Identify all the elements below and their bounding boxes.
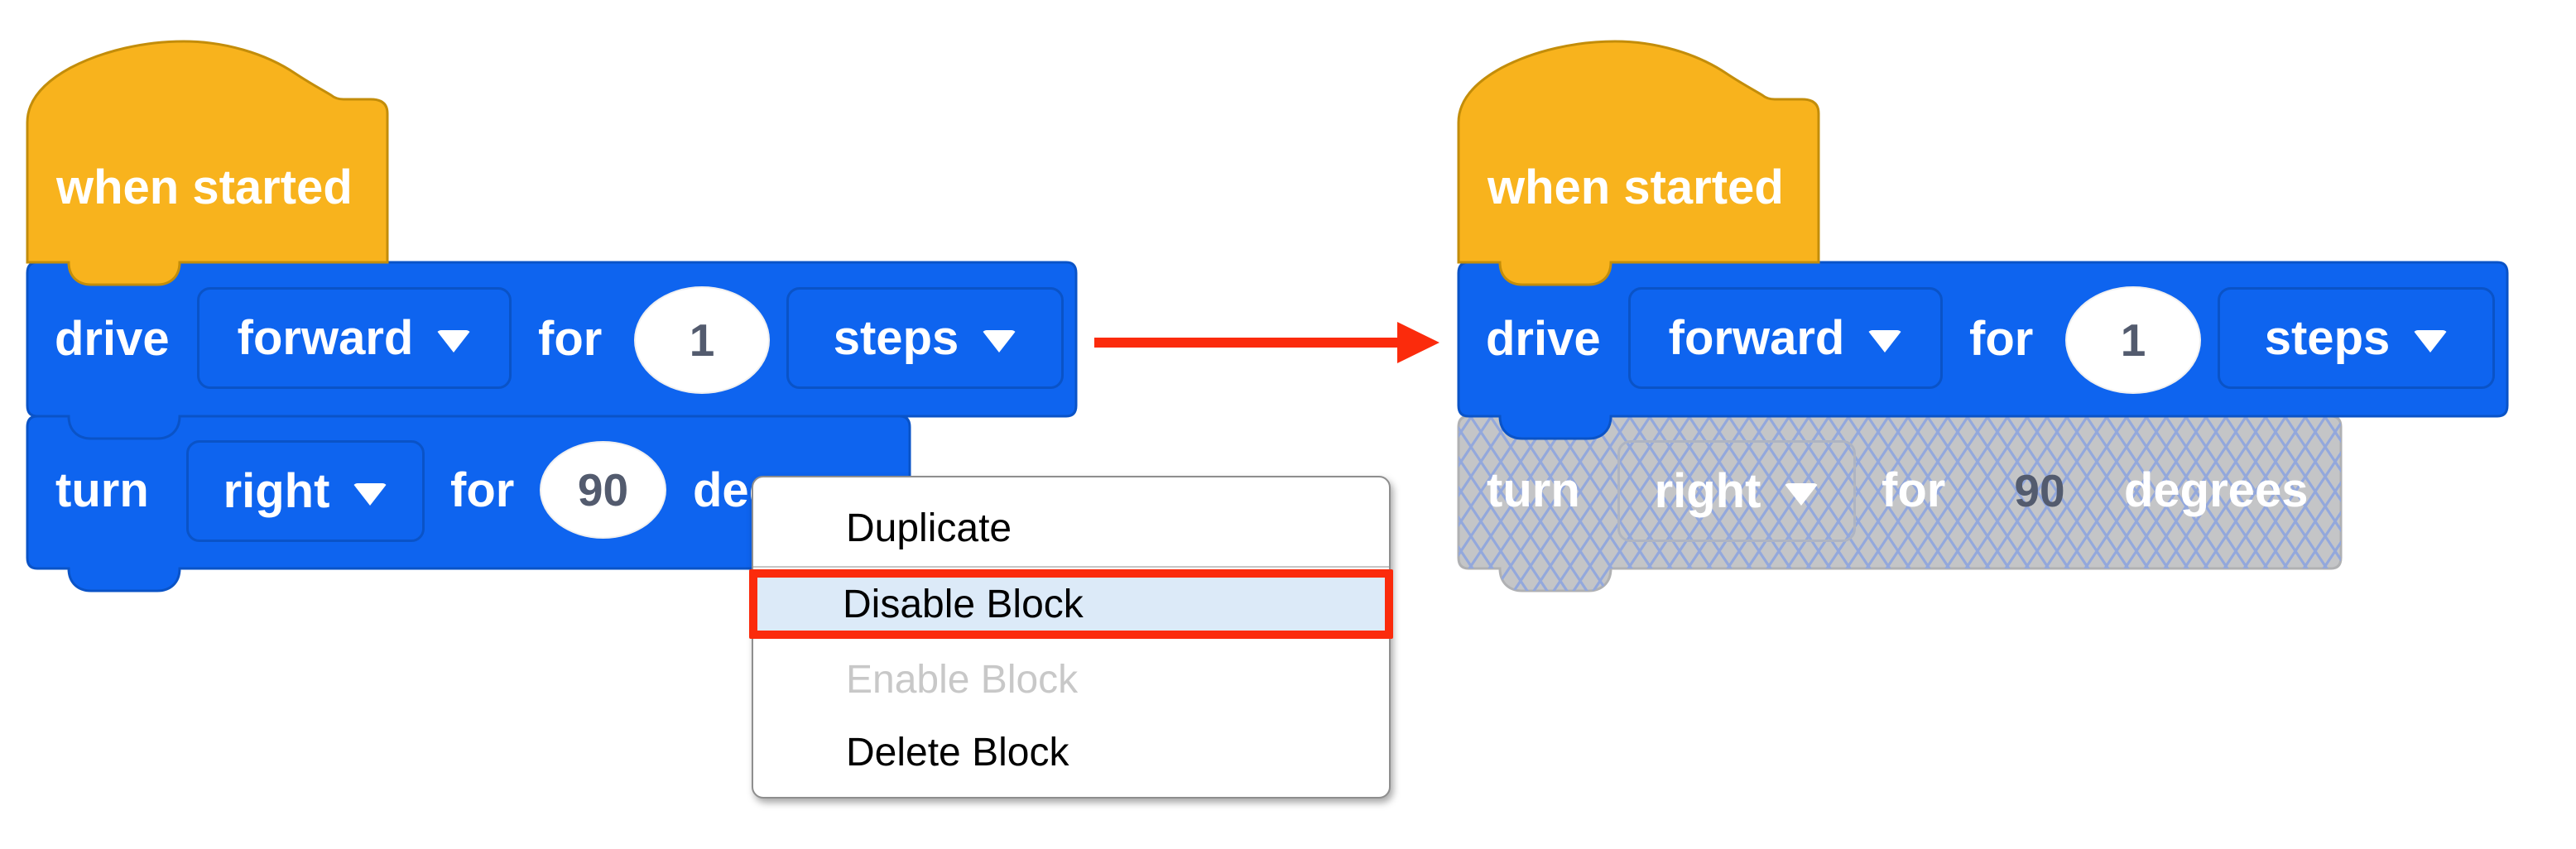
menu-separator [753,566,1389,568]
dropdown-caret-icon [1867,330,1903,353]
menu-item-duplicate[interactable]: Duplicate [846,506,1012,550]
turn-angle-value: 90 [577,464,629,516]
dropdown-caret-icon [982,330,1017,353]
drive-unit-dropdown[interactable]: steps [2218,287,2495,389]
turn-direction-dropdown-disabled[interactable]: right [1617,440,1856,542]
drive-direction-value: forward [1668,311,1845,365]
dropdown-caret-icon [2413,330,2449,353]
turn-for-label-disabled: for [1882,463,1946,517]
menu-item-delete-block[interactable]: Delete Block [846,731,1069,775]
drive-distance-value: 1 [2120,314,2146,366]
drive-direction-dropdown[interactable]: forward [197,287,512,389]
drive-unit-value: steps [2264,311,2391,365]
drive-distance-value: 1 [689,314,715,366]
drive-unit-dropdown[interactable]: steps [786,287,1064,389]
dropdown-caret-icon [353,483,388,506]
drive-verb-label: drive [1486,312,1601,366]
dropdown-caret-icon [1784,483,1819,506]
menu-item-disable-block-label: Disable Block [843,582,1084,626]
turn-direction-value: right [1654,464,1761,518]
turn-direction-dropdown[interactable]: right [186,440,425,542]
dropdown-caret-icon [436,330,472,353]
turn-verb-label: turn [55,463,149,517]
turn-for-label: for [450,463,515,517]
when-started-label: when started [56,161,353,214]
when-started-label: when started [1487,161,1784,214]
drive-verb-label: drive [55,312,170,366]
turn-verb-label-disabled: turn [1487,463,1580,517]
drive-for-label: for [1969,312,2034,366]
drive-distance-input[interactable]: 1 [2065,286,2201,394]
drive-direction-value: forward [237,311,414,365]
menu-item-disable-block[interactable]: Disable Block [749,569,1393,639]
drive-unit-value: steps [833,311,959,365]
turn-angle-input[interactable]: 90 [540,441,666,539]
drive-distance-input[interactable]: 1 [634,286,770,394]
drive-for-label: for [538,312,603,366]
turn-unit-label-disabled: degrees [2124,463,2309,517]
red-arrow-icon [1094,322,1439,363]
turn-angle-value-disabled[interactable]: 90 [2014,465,2065,516]
turn-direction-value: right [223,464,330,518]
menu-item-enable-block: Enable Block [846,658,1079,702]
drive-direction-dropdown[interactable]: forward [1628,287,1943,389]
